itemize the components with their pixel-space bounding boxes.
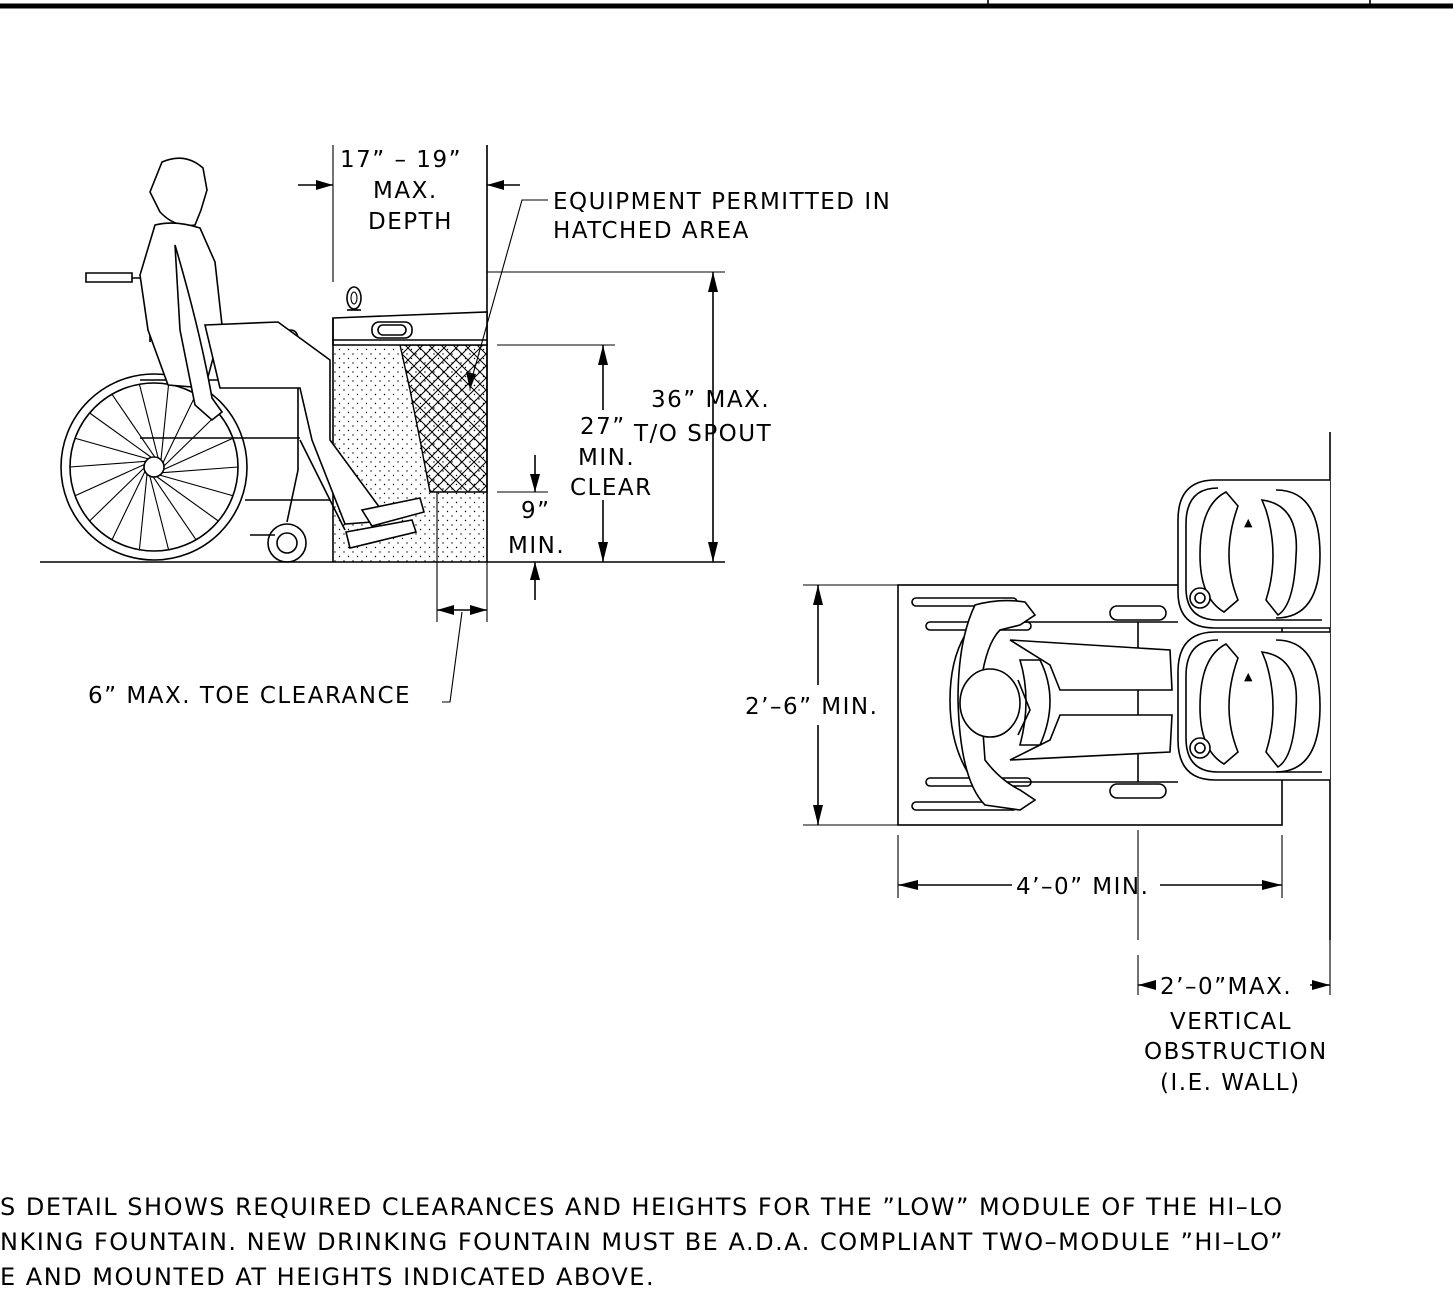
obstruction-line1: VERTICAL	[1170, 1009, 1292, 1035]
svg-text:▲: ▲	[1244, 670, 1253, 683]
spout-height-dimension	[487, 271, 725, 562]
note-line1: S DETAIL SHOWS REQUIRED CLEARANCES AND H…	[0, 1193, 1284, 1221]
knee-clearance-min: MIN.	[578, 445, 635, 471]
wheel-spoke	[152, 476, 197, 541]
spout-height-value: 36” MAX.	[651, 387, 770, 413]
equipment-note-line1: EQUIPMENT PERMITTED IN	[553, 189, 891, 215]
elevation-view: 17” – 19” MAX. DEPTH EQUIPMENT PERMITTED…	[40, 145, 891, 709]
wheel-spoke	[111, 393, 156, 458]
depth-label: DEPTH	[368, 209, 453, 235]
plan-length-dimension	[897, 835, 1283, 898]
depth-dimension-value: 17” – 19”	[340, 147, 462, 173]
svg-text:▲: ▲	[1244, 516, 1253, 529]
wheel-spoke	[74, 437, 149, 460]
wheel-spoke	[156, 476, 219, 522]
obstruction-line3: (I.E. WALL)	[1160, 1070, 1301, 1096]
wheel-spoke	[160, 384, 170, 460]
plan-width-dimension	[803, 584, 898, 826]
knee-clearance-value: 27”	[580, 414, 626, 440]
fountain-module-upper: ▲	[1177, 479, 1330, 629]
wheel-spoke	[163, 437, 234, 470]
depth-max-label: MAX.	[373, 178, 438, 204]
wheel-spoke	[162, 466, 239, 474]
knee-clearance-dimension	[497, 344, 615, 562]
plan-view: ▲ ▲	[745, 432, 1331, 1096]
toe-height-min: MIN.	[508, 533, 565, 559]
toe-clearance-label: 6” MAX. TOE CLEARANCE	[88, 683, 411, 709]
title-block-border	[0, 0, 1453, 9]
wheel-spoke	[149, 475, 170, 550]
knee-clearance-clear: CLEAR	[570, 475, 653, 501]
wheel-spoke	[138, 474, 148, 550]
equipment-leader	[466, 199, 548, 390]
toe-height-value: 9”	[521, 498, 551, 524]
fountain-elevation	[332, 286, 488, 562]
obstruction-dimension	[1137, 830, 1331, 995]
wheel-spoke	[162, 394, 197, 463]
wheel-spoke	[89, 412, 152, 458]
obstruction-value: 2’–0”MAX.	[1160, 974, 1292, 1000]
wheel-spoke	[89, 467, 145, 522]
note-line2: NKING FOUNTAIN. NEW DRINKING FOUNTAIN MU…	[0, 1228, 1284, 1256]
note-line3: E AND MOUNTED AT HEIGHTS INDICATED ABOVE…	[0, 1263, 655, 1291]
toe-clearance-dimension	[436, 562, 488, 703]
obstruction-line2: OBSTRUCTION	[1144, 1039, 1328, 1065]
equipment-note-line2: HATCHED AREA	[553, 218, 750, 244]
wheel-spoke	[69, 460, 146, 468]
general-note: S DETAIL SHOWS REQUIRED CLEARANCES AND H…	[0, 1193, 1284, 1291]
wheel-spoke	[138, 384, 159, 459]
seated-person	[139, 157, 425, 549]
spout-height-label: T/O SPOUT	[633, 421, 772, 447]
wheel-spoke	[159, 474, 234, 497]
plan-width-value: 2’–6” MIN.	[745, 694, 878, 720]
wheel-spoke	[163, 412, 219, 467]
fountain-module-lower: ▲	[1177, 631, 1330, 781]
toe-height-dimension	[497, 455, 548, 600]
plan-length-value: 4’–0” MIN.	[1016, 874, 1149, 900]
depth-dimension	[298, 145, 520, 300]
person-plan	[957, 599, 1173, 811]
wheel-spoke	[74, 464, 145, 497]
wheel-spoke	[111, 471, 146, 540]
